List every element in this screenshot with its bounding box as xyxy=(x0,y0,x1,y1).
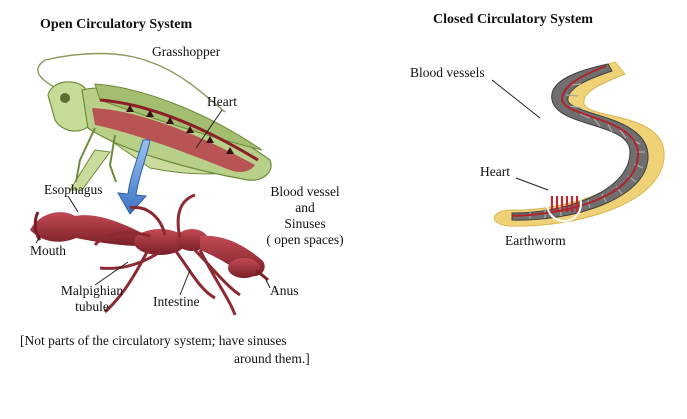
blood-vessel-line2: and xyxy=(295,200,315,215)
grasshopper-label: Grasshopper xyxy=(152,44,221,59)
blood-vessel-sinuses-label: Blood vessel and Sinuses ( open spaces) xyxy=(250,184,360,248)
earthworm-label: Earthworm xyxy=(505,233,566,248)
intestine-label: Intestine xyxy=(153,294,200,309)
malpighian-line1: Malpighian xyxy=(60,283,124,298)
zoom-arrow xyxy=(117,139,151,215)
blood-vessel-line3: Sinuses xyxy=(284,216,326,231)
blood-vessels-label: Blood vessels xyxy=(410,65,485,80)
earthworm-illustration xyxy=(491,61,665,227)
heart-label-closed: Heart xyxy=(480,164,510,179)
grasshopper-illustration xyxy=(37,52,272,191)
digestive-tract-illustration xyxy=(30,193,271,316)
note-line1: [Not parts of the circulatory system; ha… xyxy=(20,333,287,348)
note-line2: around them.] xyxy=(234,351,310,366)
anus-label: Anus xyxy=(270,283,299,298)
esophagus-label: Esophagus xyxy=(44,182,103,197)
mouth-label: Mouth xyxy=(30,243,67,258)
malpighian-line2: tubule xyxy=(75,299,109,314)
heart-label-open: Heart xyxy=(207,94,237,109)
closed-system-title: Closed Circulatory System xyxy=(433,12,593,27)
blood-vessel-line1: Blood vessel xyxy=(270,184,340,199)
open-system-title: Open Circulatory System xyxy=(40,17,193,32)
blood-vessel-line4: ( open spaces) xyxy=(266,232,344,247)
malpighian-label: Malpighian tubule xyxy=(60,283,124,315)
